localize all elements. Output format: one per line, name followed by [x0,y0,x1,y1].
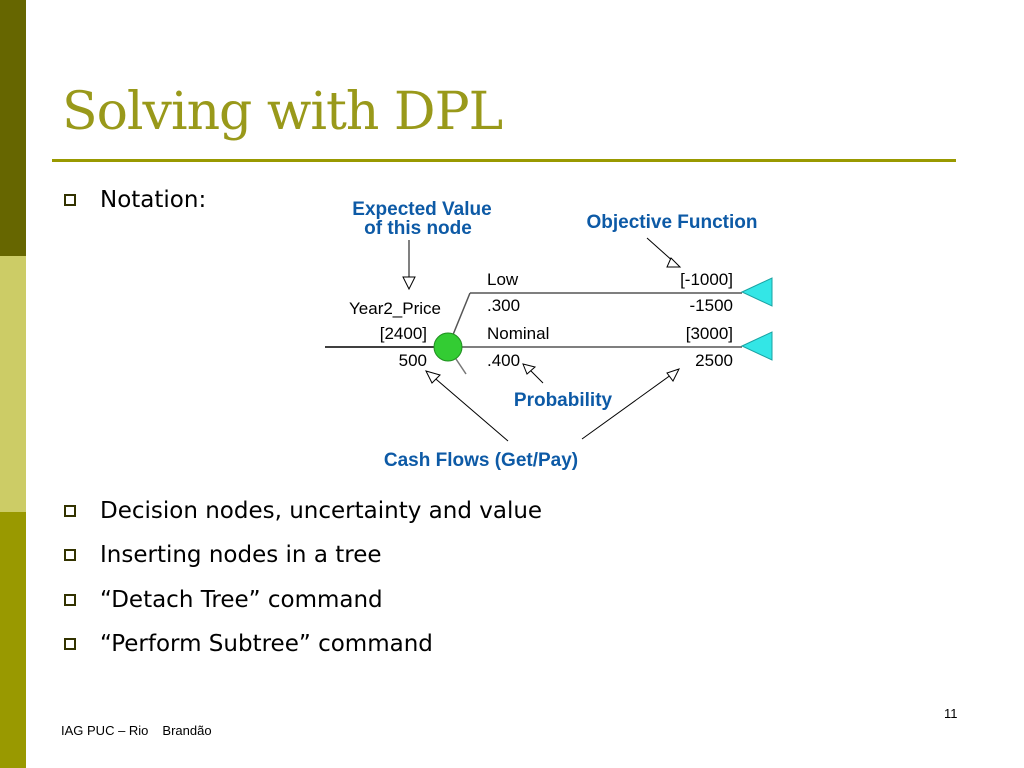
square-bullet-icon [64,594,76,606]
sidebar-segment-middle [0,256,26,512]
terminal-node-icon [740,277,773,307]
bullet-text: Decision nodes, uncertainty and value [100,498,543,524]
branch-objective-low: [-1000] [680,270,733,289]
branch-label-nominal: Nominal [487,324,549,343]
terminal-node-icon [740,331,773,361]
sidebar-segment-top [0,0,26,256]
bullet-text: “Perform Subtree” command [100,631,433,657]
bullet-item: Decision nodes, uncertainty and value [64,498,542,524]
node-name: Year2_Price [349,299,441,318]
slide-title: Solving with DPL [62,82,503,142]
branch-label-low: Low [487,270,519,289]
bullet-text: Inserting nodes in a tree [100,542,382,568]
bullet-item: “Detach Tree” command [64,587,383,613]
node-cash-flow: 500 [399,351,427,370]
annotation-expected-value-sub: of this node [364,218,472,239]
footer-org: IAG PUC – Rio [61,723,149,738]
annotation-probability: Probability [514,390,613,411]
node-expected-value: [2400] [380,324,427,343]
square-bullet-icon [64,194,76,206]
sidebar-segment-bottom [0,512,26,768]
arrow-probability [522,363,544,384]
branch-objective-nominal: [3000] [686,324,733,343]
branch-cash-flow-nominal: 2500 [695,351,733,370]
chance-node-icon [433,332,463,362]
bullet-item: “Perform Subtree” command [64,631,433,657]
bullet-notation: Notation: [64,187,206,213]
bullet-text: Notation: [100,187,207,213]
bullet-text: “Detach Tree” command [100,587,383,613]
bullet-item: Inserting nodes in a tree [64,542,382,568]
branch-cash-flow-low: -1500 [690,296,733,315]
slide-sidebar [0,0,26,768]
footer: IAG PUC – Rio Brandão [61,723,212,738]
annotation-cash-flows: Cash Flows (Get/Pay) [384,450,578,471]
square-bullet-icon [64,549,76,561]
arrow-objective-function [646,237,682,268]
footer-author: Brandão [162,723,212,738]
arrow-expected-value [402,240,416,291]
title-underline [52,159,956,162]
branch-probability-nominal: .400 [487,351,520,370]
page-number: 11 [944,706,958,721]
annotation-expected-value: Expected Value [352,199,491,220]
branch-probability-low: .300 [487,296,520,315]
square-bullet-icon [64,505,76,517]
arrow-cash-flow-node [425,370,509,442]
arrow-cash-flow-branch [581,368,680,440]
square-bullet-icon [64,638,76,650]
annotation-objective-function: Objective Function [586,212,757,233]
